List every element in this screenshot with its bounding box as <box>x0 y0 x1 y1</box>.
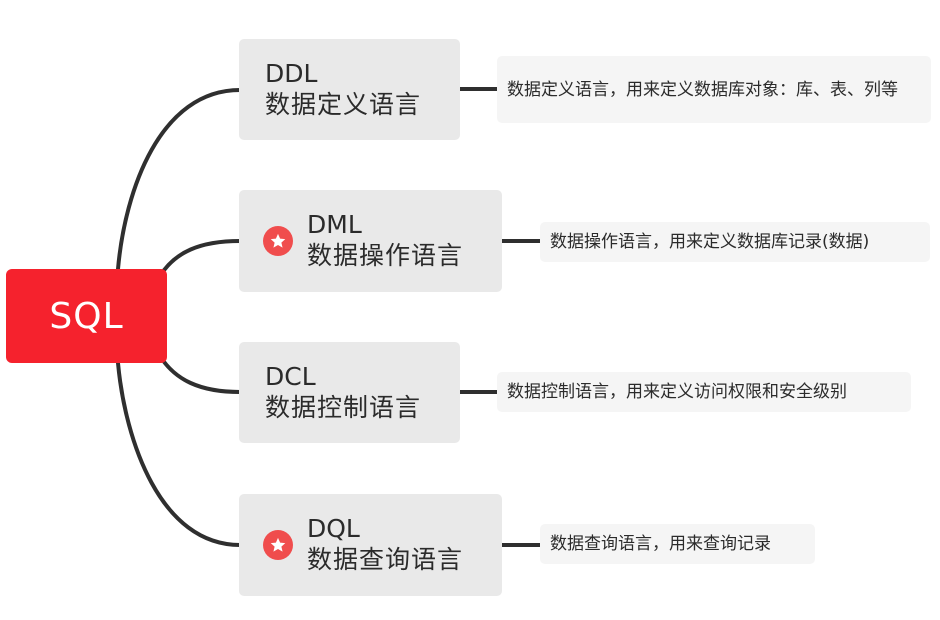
note-dcl-text: 数据控制语言，用来定义访问权限和安全级别 <box>507 382 847 402</box>
branch-dcl-code: DCL <box>265 361 316 391</box>
note-dql[interactable]: 数据查询语言，用来查询记录 <box>540 524 815 564</box>
branch-dql-code: DQL <box>307 514 360 543</box>
note-dcl[interactable]: 数据控制语言，用来定义访问权限和安全级别 <box>497 372 911 412</box>
star-icon <box>263 226 293 256</box>
connector-root-dml <box>158 239 242 278</box>
branch-ddl-name: 数据定义语言 <box>265 89 422 119</box>
note-dql-text: 数据查询语言，用来查询记录 <box>550 534 771 554</box>
branch-dcl-name: 数据控制语言 <box>265 392 422 422</box>
branch-ddl[interactable]: DDL 数据定义语言 <box>239 39 460 140</box>
connector-root-ddl <box>116 88 242 271</box>
branch-dml-name: 数据操作语言 <box>307 241 464 270</box>
branch-dml-code: DML <box>307 210 362 239</box>
note-ddl[interactable]: 数据定义语言，用来定义数据库对象：库、表、列等 <box>497 56 931 123</box>
connector-root-dcl <box>158 354 242 394</box>
root-node[interactable]: SQL <box>6 269 167 363</box>
connector-root-dql <box>116 361 242 547</box>
branch-dml[interactable]: DML 数据操作语言 <box>239 190 502 292</box>
root-label: SQL <box>49 295 124 337</box>
note-dml[interactable]: 数据操作语言，用来定义数据库记录(数据) <box>540 222 930 262</box>
branch-dql-name: 数据查询语言 <box>307 545 464 574</box>
branch-dql[interactable]: DQL 数据查询语言 <box>239 494 502 596</box>
star-icon <box>263 530 293 560</box>
note-dml-text: 数据操作语言，用来定义数据库记录(数据) <box>550 232 870 252</box>
branch-ddl-code: DDL <box>265 58 318 88</box>
branch-dcl[interactable]: DCL 数据控制语言 <box>239 342 460 443</box>
note-ddl-text: 数据定义语言，用来定义数据库对象：库、表、列等 <box>507 79 898 100</box>
